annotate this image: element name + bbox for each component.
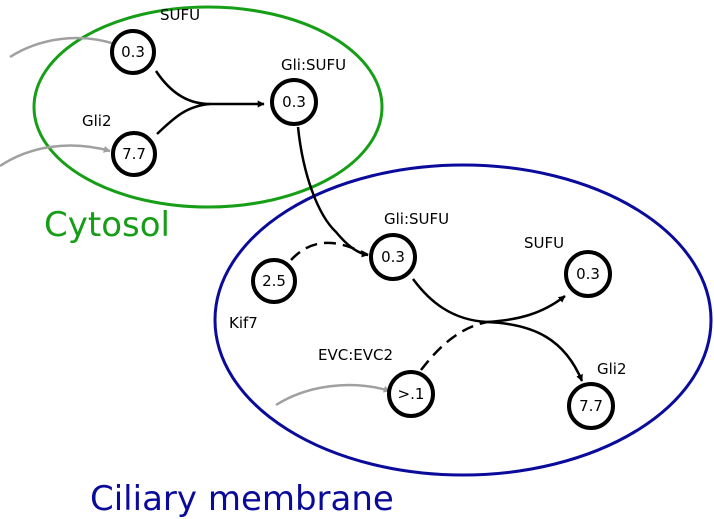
edge-kif7-dashed [290,241,369,261]
node-label: Kif7 [229,314,258,332]
node-value: 0.3 [121,43,145,61]
node-label: Gli:SUFU [281,56,346,74]
input-arrow-gli2 [0,144,111,168]
input-arrow-sufu [9,36,119,59]
edge-gli2-to-complex [156,102,211,135]
node-value: 0.3 [282,93,306,111]
cytosol-label: Cytosol [44,205,170,245]
node-evc-evc2: >.1 EVC:EVC2 [318,346,435,418]
input-arrow-evc [275,383,391,407]
node-gli2-cytosol: 7.7 Gli2 [82,112,157,177]
node-gli2-cilium: 7.7 Gli2 [567,360,627,430]
edge-merge-to-gli2 [486,320,584,382]
node-value: 7.7 [579,397,603,415]
node-label: SUFU [524,234,564,252]
ciliary-membrane-label: Ciliary membrane [90,479,394,519]
node-glisufu-cytosol: 0.3 Gli:SUFU [270,56,346,126]
node-sufu-cytosol: 0.3 SUFU [110,6,200,75]
node-value: 7.7 [122,145,146,163]
edge-sufu-to-complex [154,70,211,106]
node-value: >.1 [398,385,425,403]
ciliary-membrane-compartment [213,163,713,477]
node-label: Gli2 [597,360,627,378]
node-sufu-cilium: 0.3 SUFU [524,234,612,298]
cytosol-compartment [32,5,384,209]
node-value: 0.3 [381,248,405,266]
edge-cytosol-to-cilium [296,126,369,258]
node-value: 0.3 [576,265,600,283]
node-label: Gli2 [82,112,112,130]
edge-evc-dashed [420,320,488,371]
node-kif7: 2.5 Kif7 [229,258,297,332]
node-label: EVC:EVC2 [318,346,393,364]
node-label: Gli:SUFU [384,210,449,228]
edge-merge-to-sufu [486,295,566,324]
edge-glisufu-to-merge [411,278,488,324]
node-label: SUFU [160,6,200,24]
node-glisufu-cilium: 0.3 Gli:SUFU [369,210,449,281]
node-value: 2.5 [262,272,286,290]
